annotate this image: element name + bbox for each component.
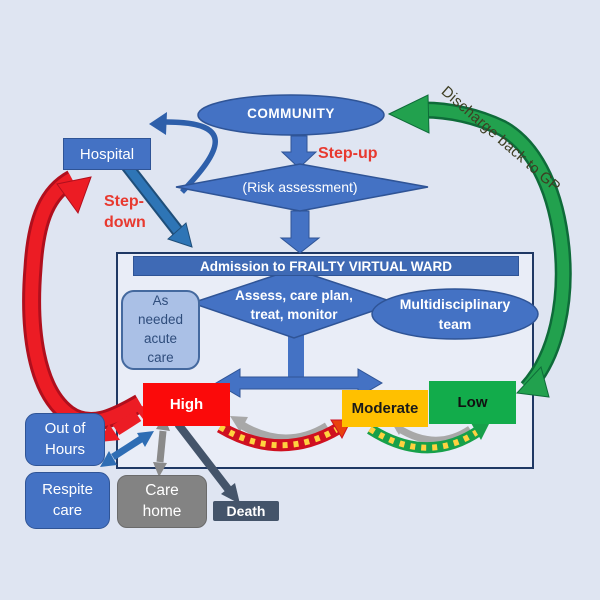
node-respite-care: Respite care <box>25 472 110 529</box>
node-hospital: Hospital <box>63 138 151 170</box>
step-down-arrow <box>121 162 193 248</box>
node-risk-moderate: Moderate <box>342 390 428 427</box>
node-out-of-hours: Out of Hours <box>25 413 105 466</box>
assessment-to-admission-arrow <box>279 210 321 254</box>
mdt-ellipse <box>371 288 539 340</box>
node-community-label: COMMUNITY <box>247 106 335 121</box>
high-death-arrow <box>174 421 240 504</box>
discharge-arrow <box>387 94 572 398</box>
step-down-label: Step- down <box>104 193 146 231</box>
moderate-to-high-arrow <box>230 416 330 443</box>
node-risk-low: Low <box>429 381 516 424</box>
node-care-home: Care home <box>117 475 207 528</box>
assess-diamond-group <box>189 268 399 398</box>
step-up-arrow <box>280 135 318 169</box>
admission-banner: Admission to FRAILTY VIRTUAL WARD <box>133 256 519 276</box>
node-risk-assessment-label: (Risk assessment) <box>242 179 358 195</box>
moderate-to-low-arrow <box>367 422 490 454</box>
risk-split-arrow <box>215 368 383 398</box>
risk-assessment-diamond <box>175 163 429 212</box>
high-to-moderate-arrow <box>216 419 352 452</box>
node-death: Death <box>213 501 279 521</box>
node-risk-high: High <box>143 383 230 426</box>
node-mdt-label: Multidisciplinary team <box>399 296 511 332</box>
community-ellipse <box>197 94 385 136</box>
high-respite-arrow <box>100 431 154 467</box>
step-up-label: Step-up <box>318 145 378 162</box>
node-as-needed-acute-care: As needed acute care <box>121 290 200 370</box>
assessment-to-hospital-arrow <box>149 112 218 194</box>
node-assess-label: Assess, care plan, treat, monitor <box>235 288 353 322</box>
